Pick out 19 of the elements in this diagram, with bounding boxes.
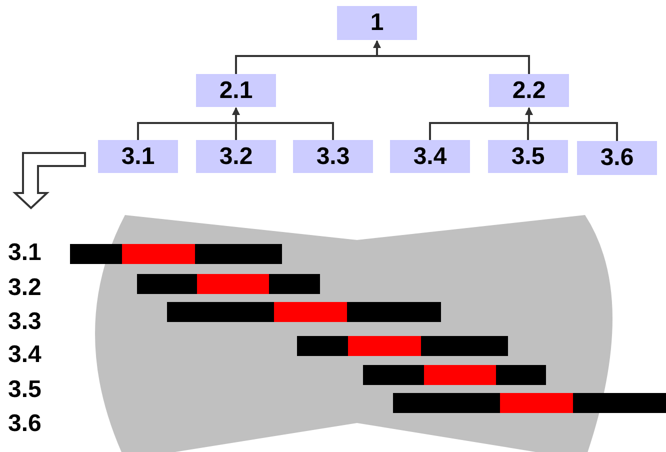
task-box: 3.4 (390, 140, 470, 173)
task-box: 2.1 (196, 74, 276, 107)
row-label: 3.2 (8, 274, 42, 302)
task-box: 3.2 (196, 140, 276, 173)
row-label: 3.1 (8, 239, 42, 267)
connector-arrow (525, 107, 618, 141)
connector-arrow (373, 40, 530, 74)
task-box: 2.2 (489, 74, 569, 107)
hollow-arrow (12, 152, 86, 210)
row-label: 3.5 (8, 376, 42, 404)
task-box: 3.6 (577, 141, 657, 175)
task-box: 3.3 (293, 140, 373, 173)
row-label: 3.4 (8, 341, 42, 369)
row-label: 3.3 (8, 308, 42, 336)
task-box: 3.1 (98, 140, 178, 173)
task-box: 1 (337, 6, 417, 40)
task-box: 3.5 (488, 140, 568, 173)
row-label: 3.6 (8, 410, 42, 438)
connector-arrow (232, 107, 334, 140)
